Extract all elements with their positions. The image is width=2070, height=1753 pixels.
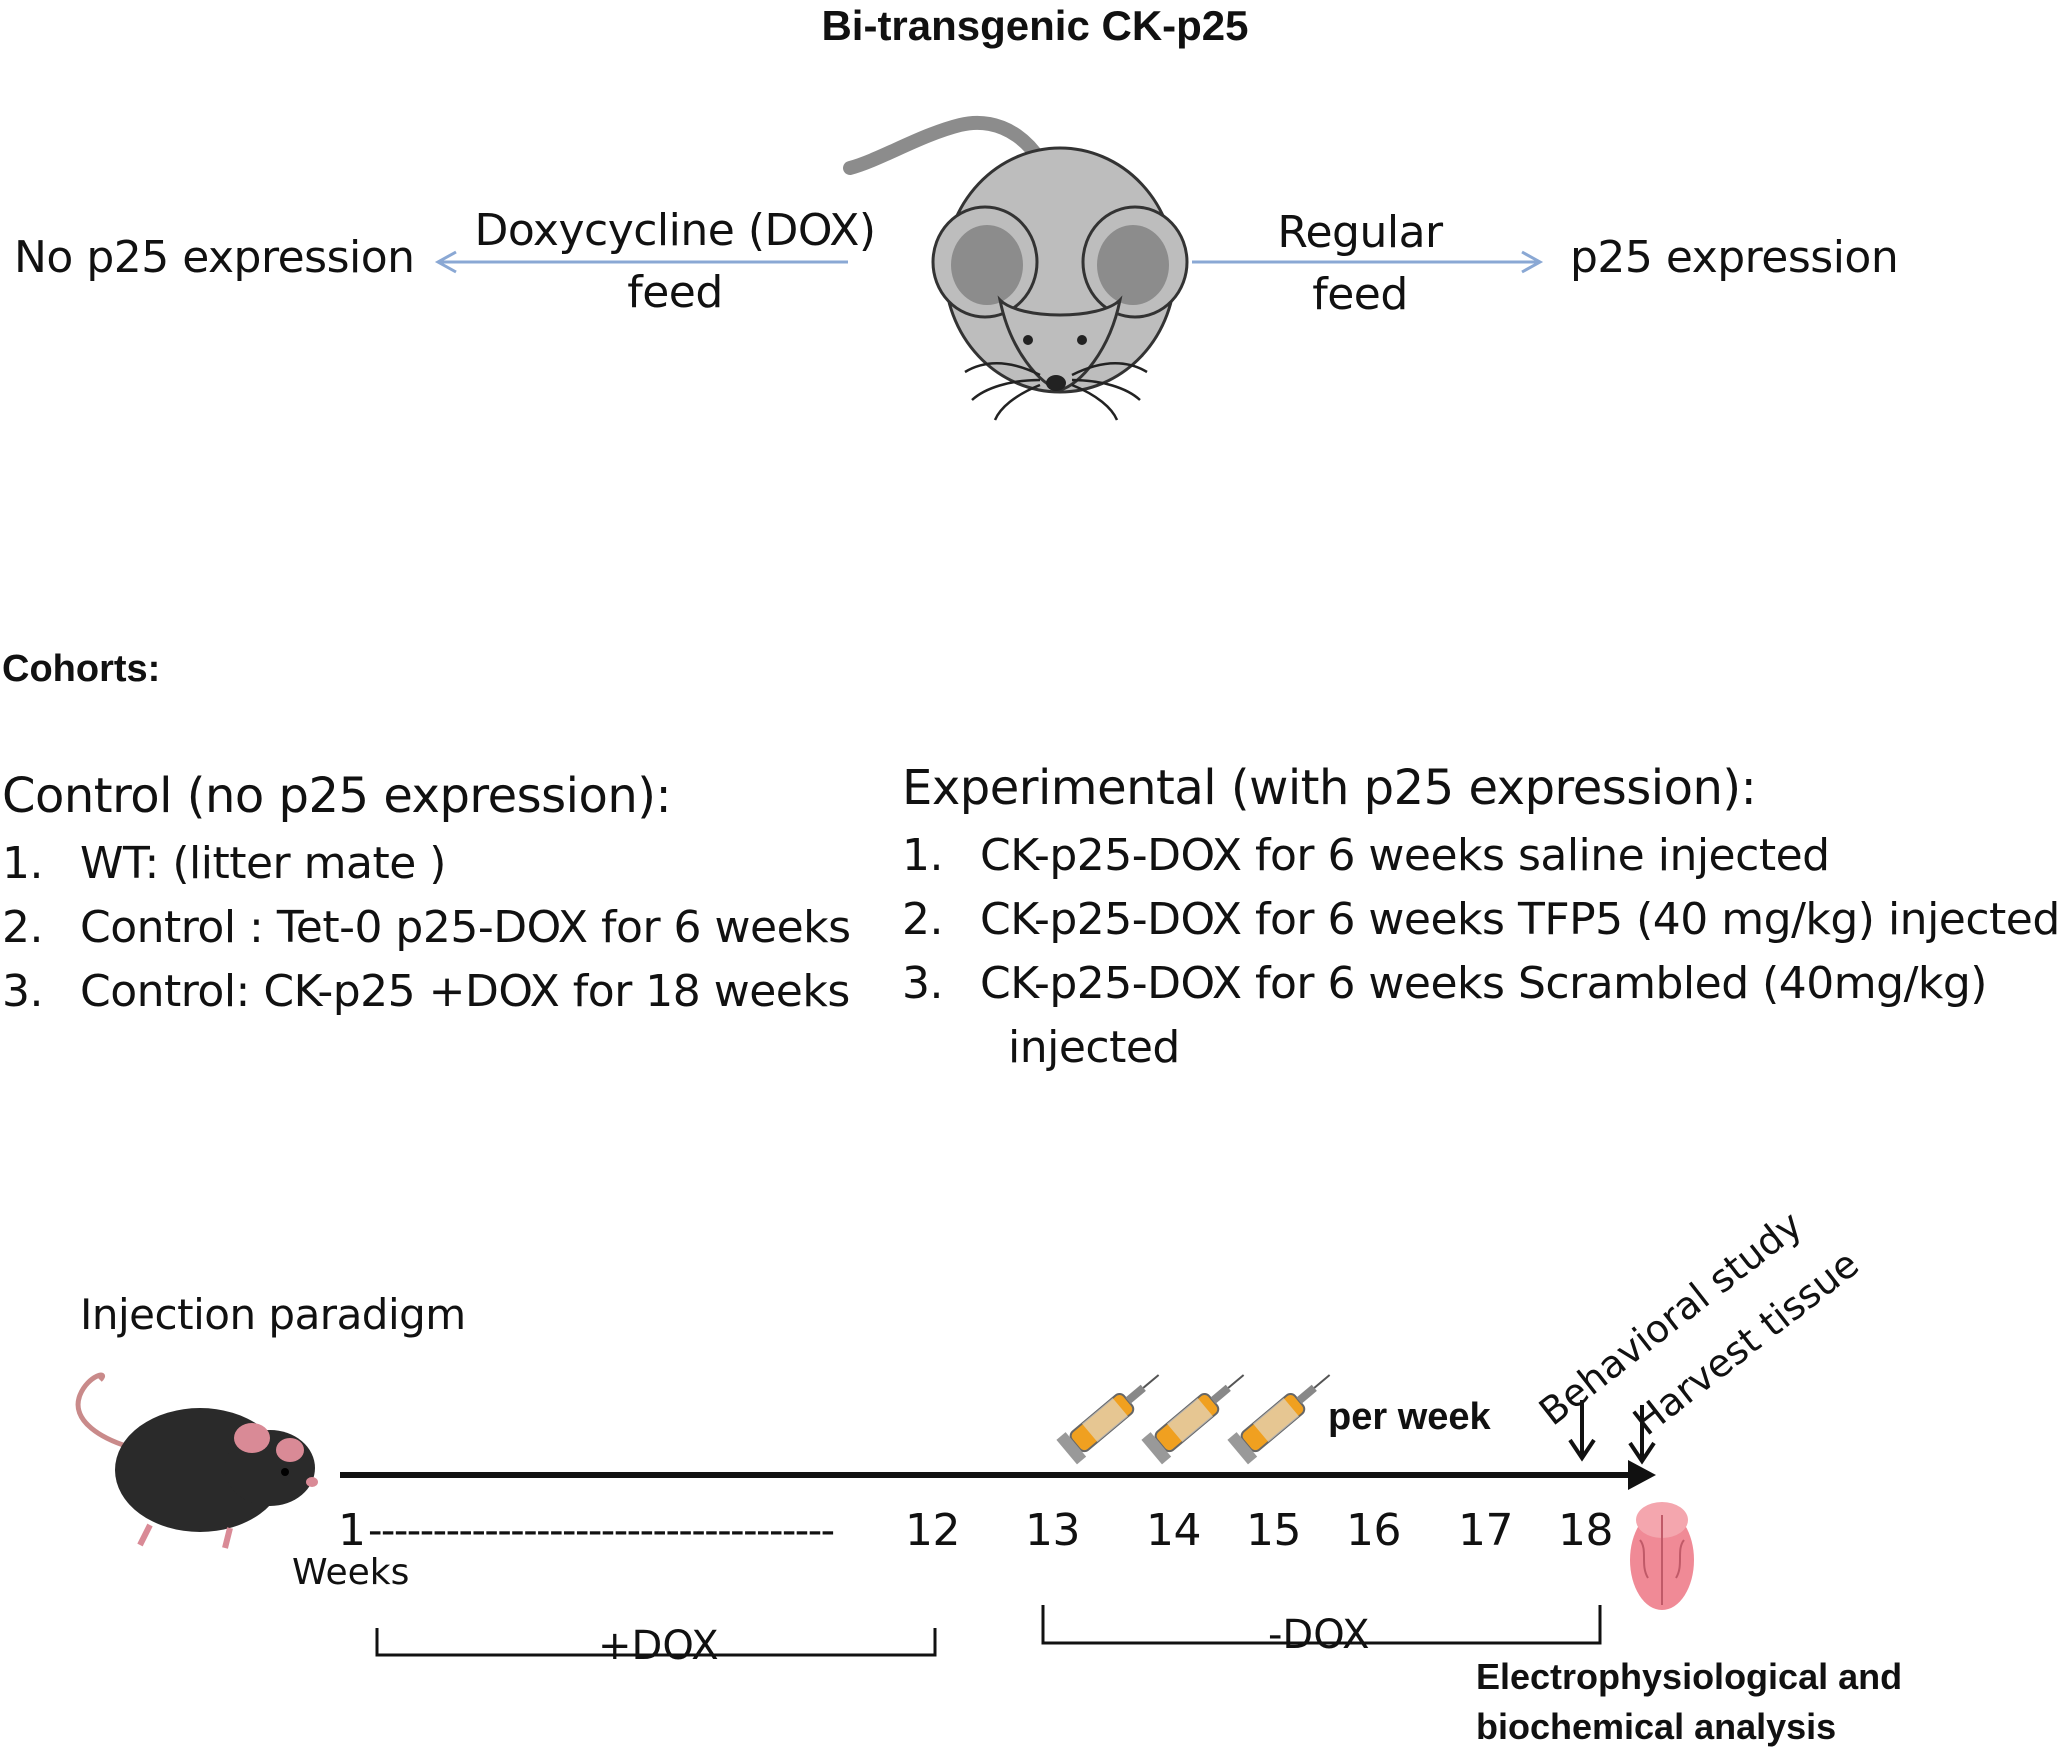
week-18: 18 (1558, 1505, 1614, 1556)
week-13: 13 (1025, 1505, 1081, 1556)
p25-expression-label: p25 expression (1570, 232, 1899, 283)
cohorts-heading: Cohorts: (2, 648, 161, 690)
list-number: 2. (2, 902, 43, 953)
list-number: 2. (902, 894, 943, 945)
list-item: 3. Control: CK-p25 +DOX for 18 weeks (2, 960, 862, 1024)
gray-mouse-icon (843, 115, 1189, 421)
week-17: 17 (1458, 1505, 1514, 1556)
experimental-heading: Experimental (with p25 expression): (902, 760, 1757, 816)
dox-feed-label: Doxycycline (DOX) feed (455, 200, 895, 324)
minus-dox-label: -DOX (1262, 1612, 1376, 1658)
left-arrow (434, 250, 848, 274)
right-arrow (1192, 250, 1544, 274)
plus-dox-label: +DOX (592, 1623, 725, 1669)
regular-feed-line1: Regular (1277, 207, 1443, 258)
list-item: 3. CK-p25-DOX for 6 weeks Scrambled (40m… (902, 952, 2068, 1080)
week-16: 16 (1346, 1505, 1402, 1556)
no-p25-label: No p25 expression (14, 232, 415, 283)
regular-feed-label: Regular feed (1190, 202, 1530, 326)
week-14: 14 (1146, 1505, 1202, 1556)
list-item: 2. Control : Tet-0 p25-DOX for 6 weeks (2, 896, 862, 960)
regular-feed-line2: feed (1312, 269, 1408, 320)
list-text: CK-p25-DOX for 6 weeks TFP5 (40 mg/kg) i… (980, 894, 2060, 945)
analysis-line2: biochemical analysis (1476, 1706, 1837, 1747)
control-list: 1. WT: (litter mate ) 2. Control : Tet-0… (2, 832, 862, 1024)
week-1: 1 (338, 1505, 366, 1556)
list-text: CK-p25-DOX for 6 weeks saline injected (980, 830, 1830, 881)
list-item: 2. CK-p25-DOX for 6 weeks TFP5 (40 mg/kg… (902, 888, 2068, 952)
analysis-label: Electrophysiological and biochemical ana… (1476, 1652, 1902, 1752)
list-number: 1. (2, 838, 43, 889)
list-number: 1. (902, 830, 943, 881)
list-item: 1. CK-p25-DOX for 6 weeks saline injecte… (902, 824, 2068, 888)
week-dashes: ------------------------------------ (368, 1508, 835, 1554)
list-text: Control: CK-p25 +DOX for 18 weeks (80, 966, 850, 1017)
analysis-line1: Electrophysiological and (1476, 1656, 1903, 1697)
control-heading: Control (no p25 expression): (2, 768, 672, 824)
timeline-heading: Injection paradigm (80, 1290, 466, 1339)
experimental-list: 1. CK-p25-DOX for 6 weeks saline injecte… (902, 824, 2068, 1080)
list-text: Control : Tet-0 p25-DOX for 6 weeks (80, 902, 851, 953)
list-item: 1. WT: (litter mate ) (2, 832, 862, 896)
list-number: 3. (902, 958, 943, 1009)
list-number: 3. (2, 966, 43, 1017)
week-15: 15 (1246, 1505, 1302, 1556)
per-week-label: per week (1328, 1396, 1491, 1438)
list-text: CK-p25-DOX for 6 weeks Scrambled (40mg/k… (980, 958, 1987, 1009)
list-text-continued: injected (1008, 1022, 1180, 1073)
figure-title: Bi-transgenic CK-p25 (821, 2, 1249, 49)
weeks-label: Weeks (292, 1552, 410, 1593)
dox-feed-line1: Doxycycline (DOX) (474, 205, 876, 256)
dox-feed-line2: feed (627, 267, 723, 318)
week-12: 12 (905, 1505, 961, 1556)
list-text: WT: (litter mate ) (80, 838, 446, 889)
